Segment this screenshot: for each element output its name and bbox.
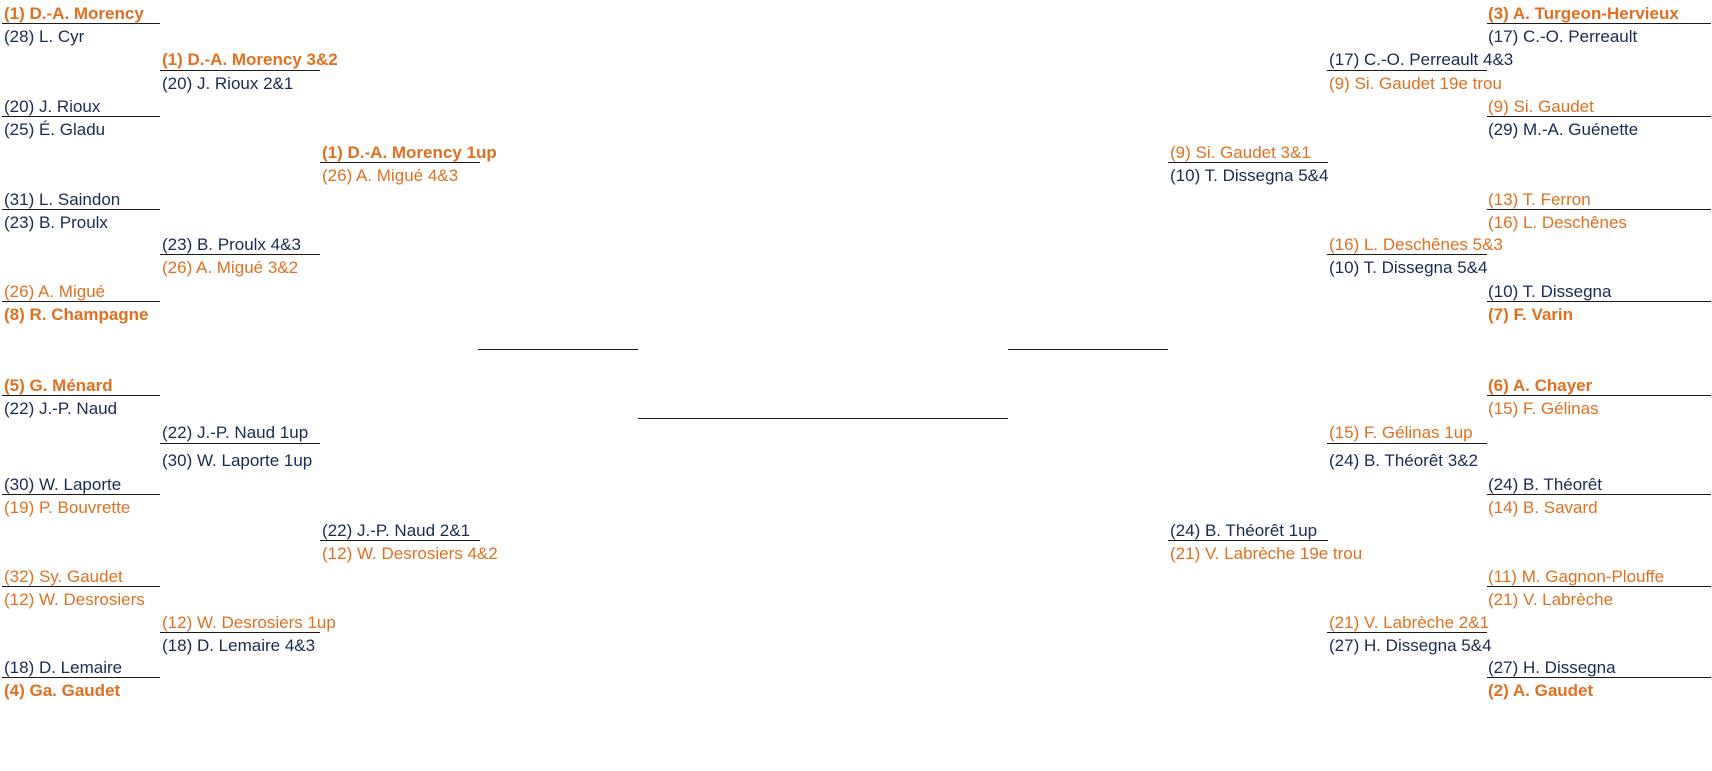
right-r1-player: (29) M.-A. Guénette [1488, 120, 1639, 139]
bracket-line [1487, 494, 1711, 495]
left-r1-player: (8) R. Champagne [4, 305, 149, 324]
right-r1-player: (14) B. Savard [1488, 498, 1598, 517]
left-r1-player: (18) D. Lemaire [4, 658, 123, 677]
bracket-line [1487, 586, 1711, 587]
bracket-line [320, 540, 480, 541]
left-r2-result: (26) A. Migué 3&2 [162, 258, 299, 277]
bracket-line [2, 116, 160, 117]
left-r3-result: (26) A. Migué 4&3 [322, 166, 459, 185]
right-r3-result: (21) V. Labrèche 19e trou [1170, 544, 1363, 563]
left-r1-player: (25) É. Gladu [4, 120, 106, 139]
right-r1-player: (15) F. Gélinas [1488, 399, 1599, 418]
bracket-line [2, 209, 160, 210]
bracket-line [1487, 301, 1711, 302]
bracket-line [160, 70, 320, 71]
right-r2-result: (27) H. Dissegna 5&4 [1329, 636, 1492, 655]
right-r3-result: (10) T. Dissegna 5&4 [1170, 166, 1329, 185]
bracket-line [2, 494, 160, 495]
left-r2-result: (22) J.-P. Naud 1up [162, 423, 309, 442]
bracket-line [1327, 254, 1487, 255]
bracket-line [1487, 116, 1711, 117]
right-r1-player: (24) B. Théorêt [1488, 475, 1603, 494]
right-r2-result: (10) T. Dissegna 5&4 [1329, 258, 1488, 277]
left-r2-result: (20) J. Rioux 2&1 [162, 74, 294, 93]
right-r2-result: (15) F. Gélinas 1up [1329, 423, 1473, 442]
left-r3-result: (1) D.-A. Morency 1up [322, 143, 497, 162]
right-r2-result: (16) L. Deschênes 5&3 [1329, 235, 1503, 254]
left-r2-result: (23) B. Proulx 4&3 [162, 235, 301, 254]
left-r2-result: (12) W. Desrosiers 1up [162, 613, 336, 632]
right-r1-player: (2) A. Gaudet [1488, 681, 1594, 700]
left-r1-player: (28) L. Cyr [4, 27, 85, 46]
left-r2-result: (1) D.-A. Morency 3&2 [162, 50, 338, 69]
right-r1-player: (9) Si. Gaudet [1488, 97, 1594, 116]
right-r3-result: (9) Si. Gaudet 3&1 [1170, 143, 1311, 162]
left-r1-player: (20) J. Rioux [4, 97, 101, 116]
bracket-line [2, 586, 160, 587]
left-r1-player: (5) G. Ménard [4, 376, 113, 395]
right-r1-player: (16) L. Deschênes [1488, 213, 1627, 232]
bracket-line [2, 23, 160, 24]
left-r1-player: (30) W. Laporte [4, 475, 122, 494]
left-r2-result: (18) D. Lemaire 4&3 [162, 636, 316, 655]
right-r1-player: (27) H. Dissegna [1488, 658, 1616, 677]
bracket-line [160, 254, 320, 255]
bracket-line [1327, 632, 1487, 633]
semifinal-line-left [478, 349, 638, 350]
bracket-line [2, 677, 160, 678]
bracket-line [2, 395, 160, 396]
bracket-line [1487, 395, 1711, 396]
right-r1-player: (7) F. Varin [1488, 305, 1574, 324]
left-r3-result: (22) J.-P. Naud 2&1 [322, 521, 471, 540]
bracket-line [1168, 540, 1328, 541]
left-r2-result: (30) W. Laporte 1up [162, 451, 313, 470]
left-r1-player: (23) B. Proulx [4, 213, 108, 232]
bracket-line [1327, 70, 1487, 71]
bracket-line [1487, 209, 1711, 210]
right-r1-player: (17) C.-O. Perreault [1488, 27, 1638, 46]
left-r1-player: (12) W. Desrosiers [4, 590, 145, 609]
bracket-line [1168, 162, 1328, 163]
left-r1-player: (31) L. Saindon [4, 190, 121, 209]
right-r1-player: (6) A. Chayer [1488, 376, 1593, 395]
final-line [638, 418, 1008, 419]
right-r1-player: (11) M. Gagnon-Plouffe [1488, 567, 1665, 586]
left-r1-player: (22) J.-P. Naud [4, 399, 118, 418]
right-r1-player: (3) A. Turgeon-Hervieux [1488, 4, 1679, 23]
bracket-line [160, 632, 320, 633]
left-r1-player: (4) Ga. Gaudet [4, 681, 121, 700]
left-r1-player: (26) A. Migué [4, 282, 106, 301]
bracket-line [160, 443, 320, 444]
left-r3-result: (12) W. Desrosiers 4&2 [322, 544, 498, 563]
bracket-line [1487, 677, 1711, 678]
bracket-line [2, 301, 160, 302]
right-r2-result: (24) B. Théorêt 3&2 [1329, 451, 1478, 470]
semifinal-line-right [1008, 349, 1168, 350]
right-r1-player: (21) V. Labrèche [1488, 590, 1614, 609]
right-r2-result: (9) Si. Gaudet 19e trou [1329, 74, 1502, 93]
right-r2-result: (17) C.-O. Perreault 4&3 [1329, 50, 1514, 69]
left-r1-player: (32) Sy. Gaudet [4, 567, 123, 586]
left-r1-player: (1) D.-A. Morency [4, 4, 144, 23]
right-r1-player: (13) T. Ferron [1488, 190, 1591, 209]
left-r1-player: (19) P. Bouvrette [4, 498, 131, 517]
right-r1-player: (10) T. Dissegna [1488, 282, 1612, 301]
bracket-line [1487, 23, 1711, 24]
right-r2-result: (21) V. Labrèche 2&1 [1329, 613, 1490, 632]
bracket-line [1327, 443, 1487, 444]
right-r3-result: (24) B. Théorêt 1up [1170, 521, 1318, 540]
bracket-line [320, 162, 480, 163]
